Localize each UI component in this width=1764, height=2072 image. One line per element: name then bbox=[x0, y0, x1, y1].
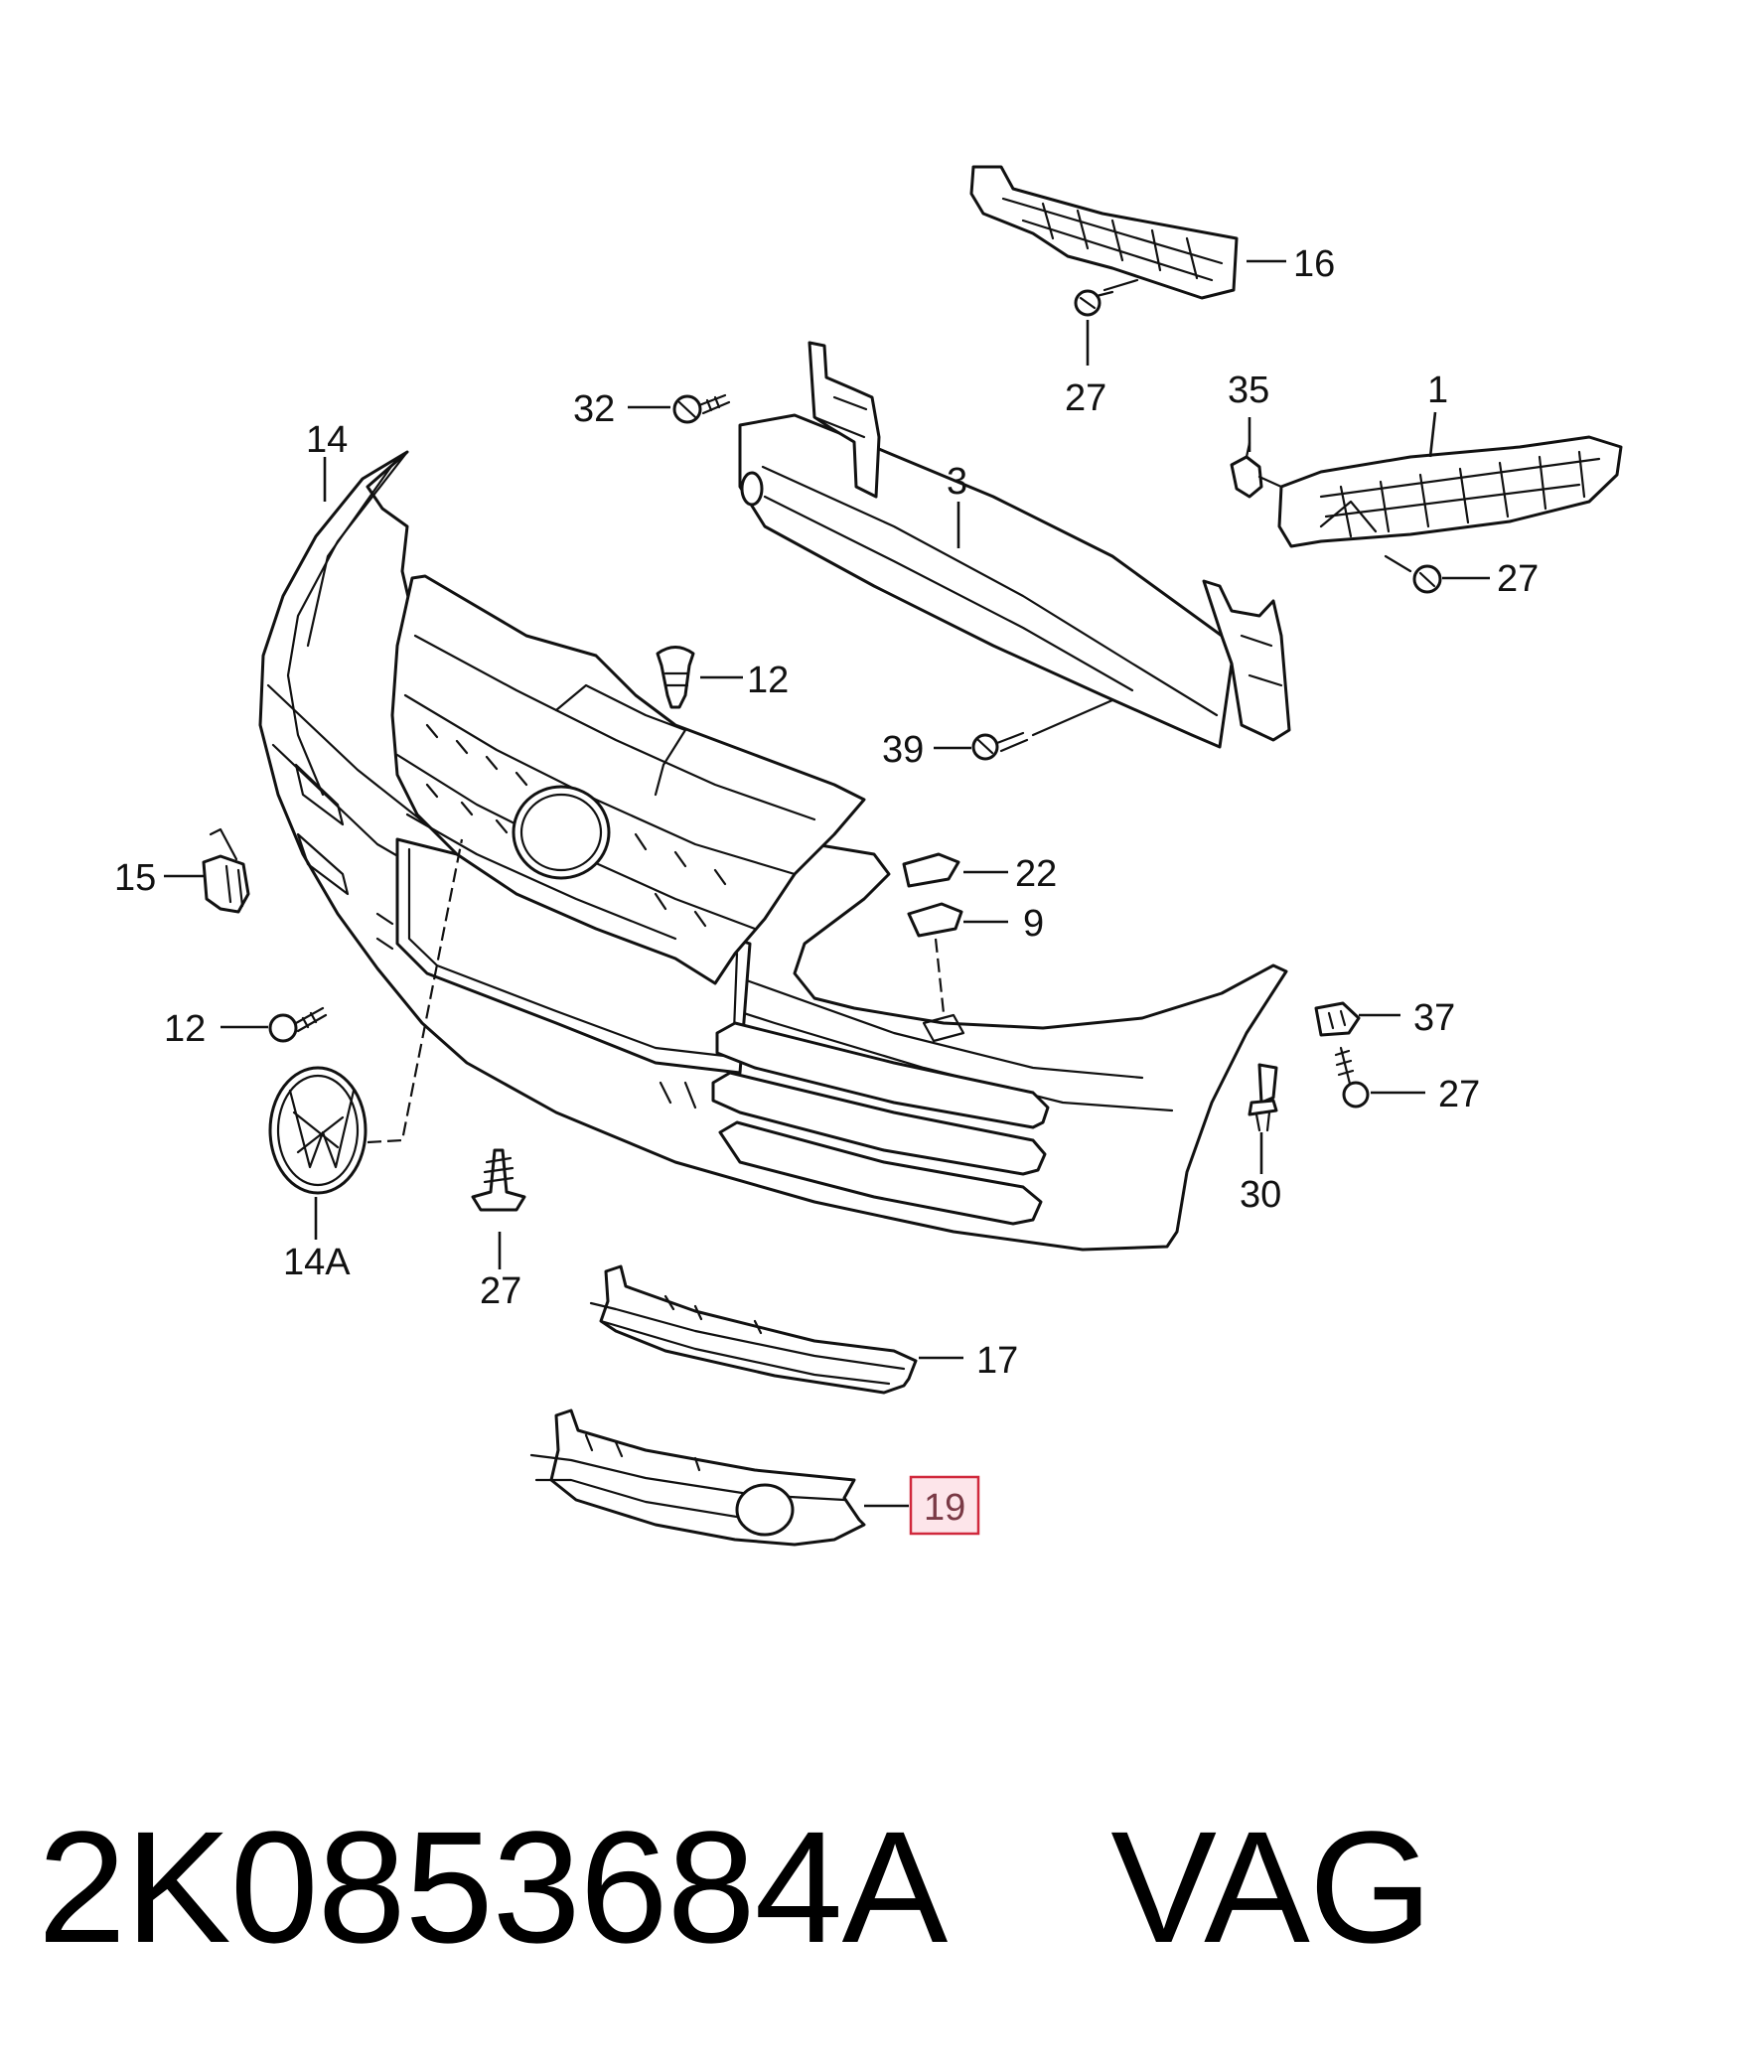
callout-39: 39 bbox=[882, 729, 924, 771]
part-1-side-bracket bbox=[1277, 435, 1623, 548]
part-number-caption: 2K0853684A VAG bbox=[38, 1808, 1432, 1967]
cap-22 bbox=[902, 852, 1008, 888]
callout-15: 15 bbox=[114, 857, 156, 899]
bolt-27-right bbox=[1384, 554, 1490, 594]
fastener-12-left bbox=[220, 1006, 328, 1043]
callout-27-top: 27 bbox=[1065, 377, 1106, 419]
bolt-32 bbox=[628, 393, 731, 424]
callout-19-highlight[interactable]: 19 bbox=[909, 1475, 980, 1536]
part-17-intake-grille bbox=[589, 1264, 963, 1395]
callout-1: 1 bbox=[1427, 370, 1448, 411]
screw-27-far-right bbox=[1334, 1046, 1425, 1109]
callout-14A: 14A bbox=[283, 1242, 351, 1283]
clip-37 bbox=[1314, 1001, 1400, 1037]
clip-35 bbox=[1230, 417, 1283, 499]
callout-27-right: 27 bbox=[1497, 558, 1539, 600]
callout-30: 30 bbox=[1240, 1174, 1281, 1216]
callout-27-bottom: 27 bbox=[480, 1270, 521, 1312]
part-16-upper-bracket bbox=[969, 165, 1239, 300]
callout-12-top: 12 bbox=[747, 660, 789, 701]
callout-35: 35 bbox=[1228, 370, 1269, 411]
callout-37: 37 bbox=[1413, 997, 1455, 1039]
callout-22: 22 bbox=[1015, 853, 1057, 895]
callout-3: 3 bbox=[947, 461, 967, 503]
callout-27-far-right: 27 bbox=[1438, 1074, 1480, 1115]
callout-labels: 16 27 35 1 32 3 14 27 12 39 15 22 9 37 1… bbox=[114, 243, 1539, 1382]
part-3-bumper-beam bbox=[738, 341, 1291, 749]
part-15 bbox=[164, 827, 250, 914]
part-number: 2K0853684A bbox=[38, 1798, 939, 1976]
callout-14: 14 bbox=[306, 419, 348, 461]
part-19-intake-grille-fog bbox=[529, 1408, 909, 1547]
fastener-12-top bbox=[656, 646, 743, 709]
grille bbox=[390, 574, 866, 985]
screw-27-bottom bbox=[471, 1148, 526, 1269]
bolt-27-top bbox=[1074, 278, 1139, 366]
callout-32: 32 bbox=[573, 388, 615, 430]
brand-name: VAG bbox=[1110, 1798, 1432, 1976]
callout-9: 9 bbox=[1023, 903, 1044, 945]
emblem-14A bbox=[268, 838, 464, 1240]
cap-9 bbox=[907, 902, 1008, 1043]
callout-19: 19 bbox=[924, 1487, 965, 1529]
bolt-39 bbox=[934, 698, 1114, 761]
callout-16: 16 bbox=[1293, 243, 1335, 285]
callout-17: 17 bbox=[976, 1340, 1018, 1382]
callout-12-left: 12 bbox=[164, 1008, 206, 1050]
push-pin-30 bbox=[1248, 1063, 1278, 1174]
